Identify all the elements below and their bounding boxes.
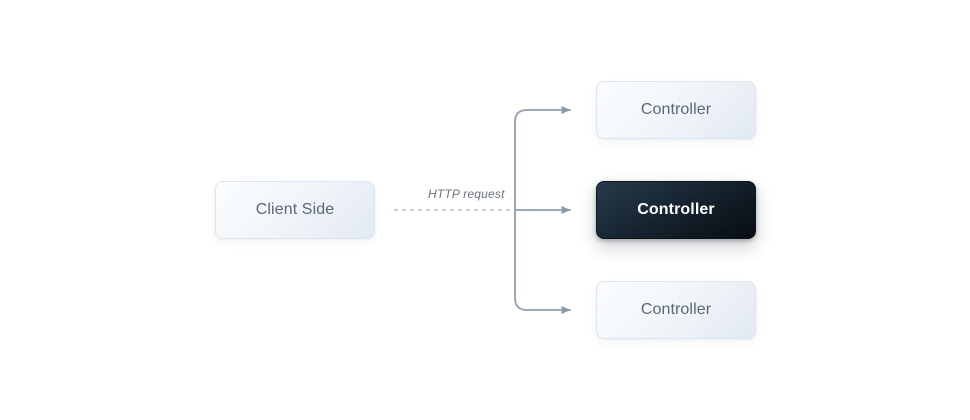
node-client-side-label: Client Side xyxy=(255,201,335,218)
edge-label-http-request: HTTP request xyxy=(428,187,505,201)
edge-branch-bottom xyxy=(514,209,571,314)
node-controller-middle-label: Controller xyxy=(637,201,715,218)
node-controller-bottom-label: Controller xyxy=(640,301,712,318)
edge-branch-top xyxy=(514,106,571,211)
node-controller-top-label: Controller xyxy=(640,101,712,118)
node-controller-top[interactable]: Controller xyxy=(596,81,756,139)
node-client-side[interactable]: Client Side xyxy=(215,181,375,239)
node-controller-middle[interactable]: Controller xyxy=(596,181,756,239)
node-controller-bottom[interactable]: Controller xyxy=(596,281,756,339)
